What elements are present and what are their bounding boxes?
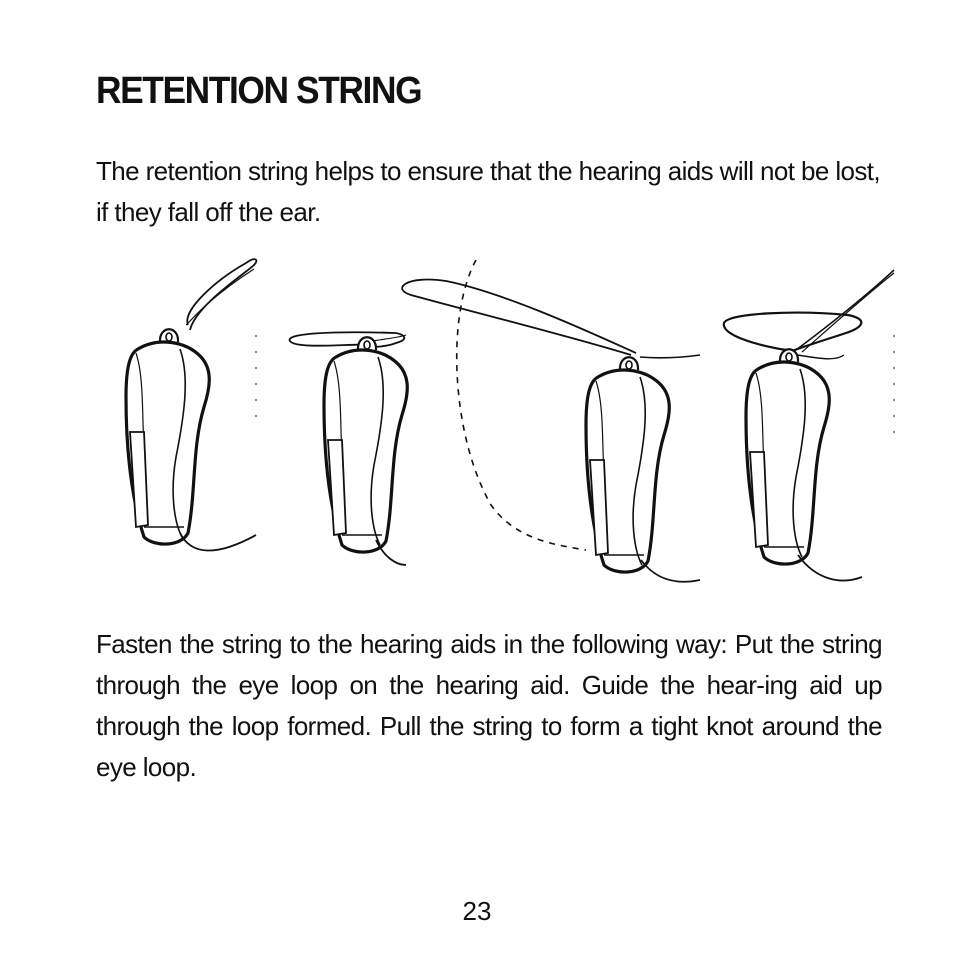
retention-string-illustration [96,255,896,595]
page-number: 23 [462,896,492,926]
instructions-paragraph: Fasten the string to the hearing aids in… [96,629,883,782]
step-1-hearing-aid-icon [124,258,258,552]
step-4-hearing-aid-icon [722,269,895,582]
intro-paragraph: The retention string helps to ensure tha… [96,156,881,227]
step-2-hearing-aid-icon [288,331,409,566]
page-title: RETENTION STRING [96,70,423,112]
step-3-hearing-aid-icon [401,259,701,583]
